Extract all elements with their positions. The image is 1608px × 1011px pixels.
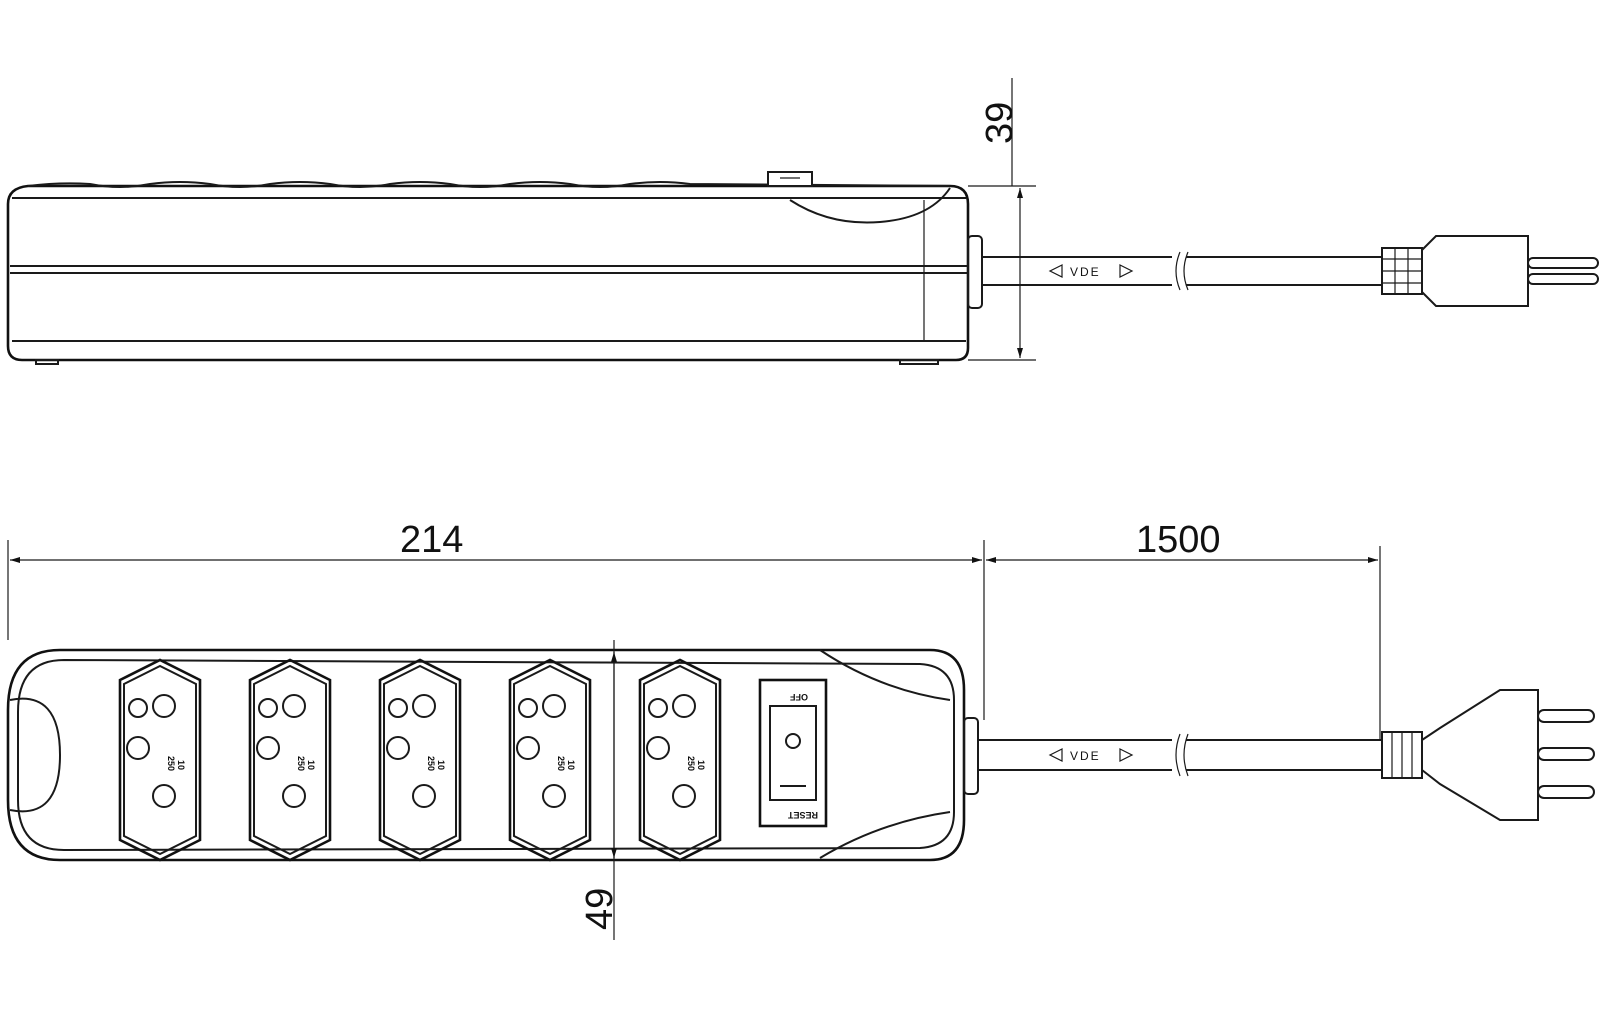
socket-2-hole-mid	[256, 736, 280, 760]
side-view: VDE 39	[6, 78, 1599, 365]
socket-5-rating-current: 10	[696, 760, 706, 770]
socket-2-screw	[258, 698, 278, 718]
top-plug-pin-2	[1537, 747, 1595, 761]
socket-2-inner	[253, 664, 327, 856]
socket-4-rating-current: 10	[566, 760, 576, 770]
top-vde-arrow-right	[1119, 748, 1134, 762]
side-foot-2	[899, 359, 939, 365]
socket-5-rating-voltage: 250	[686, 756, 696, 771]
side-vde-label: VDE	[1070, 265, 1101, 279]
top-right-swoosh-bottom	[819, 811, 951, 859]
socket-2	[248, 658, 332, 862]
socket-1-hole-top	[152, 694, 176, 718]
side-plug-body	[1421, 235, 1529, 307]
switch-reset-label: RESET	[787, 810, 818, 820]
side-top-profile	[27, 181, 951, 188]
socket-5-inner	[643, 664, 717, 856]
top-plug-pin-1	[1537, 709, 1595, 723]
socket-5-outline	[638, 658, 722, 862]
switch-rocker	[769, 705, 817, 801]
top-vde-arrow-left	[1048, 748, 1063, 762]
socket-3-rating-voltage: 250	[426, 756, 436, 771]
top-plug-pin-3	[1537, 785, 1595, 799]
socket-1	[118, 658, 202, 862]
dim-39-label: 39	[979, 102, 1021, 144]
side-foot-1	[35, 359, 59, 365]
dim-49-label: 49	[579, 888, 621, 930]
socket-5-screw	[648, 698, 668, 718]
socket-1-hole-bottom	[152, 784, 176, 808]
socket-5-hole-top	[672, 694, 696, 718]
top-view: 214 1500	[6, 519, 1595, 940]
switch-frame	[758, 678, 828, 828]
socket-5	[638, 658, 722, 862]
socket-2-rating-voltage: 250	[296, 756, 306, 771]
side-strain-relief	[967, 235, 983, 309]
socket-3-hole-top	[412, 694, 436, 718]
socket-2-outline	[248, 658, 332, 862]
socket-1-rating-voltage: 250	[166, 756, 176, 771]
top-plug-body	[1421, 689, 1539, 821]
top-body-outline	[6, 648, 966, 862]
socket-4-hole-mid	[516, 736, 540, 760]
socket-1-rating-current: 10	[176, 760, 186, 770]
socket-3	[378, 658, 462, 862]
socket-1-screw	[128, 698, 148, 718]
top-vde-label: VDE	[1070, 749, 1101, 763]
socket-4-rating-voltage: 250	[556, 756, 566, 771]
socket-rating-labels: 10 250 10 250 10 250 10 250 10 250	[166, 756, 706, 771]
top-strain-relief	[963, 717, 979, 795]
top-cable-break-2	[1183, 733, 1189, 777]
socket-4-hole-bottom	[542, 784, 566, 808]
socket-2-hole-bottom	[282, 784, 306, 808]
socket-5-hole-mid	[646, 736, 670, 760]
side-vde-arrow-right	[1119, 264, 1134, 278]
side-vde-arrow-left	[1048, 264, 1063, 278]
switch-indicator	[785, 733, 801, 749]
top-cable-break-1	[1175, 733, 1181, 777]
socket-1-outline	[118, 658, 202, 862]
socket-3-inner	[383, 664, 457, 856]
side-plug-pin-2	[1527, 273, 1599, 285]
socket-3-hole-mid	[386, 736, 410, 760]
side-plug	[1381, 235, 1599, 307]
side-inlet-swoosh	[789, 187, 951, 224]
top-left-endcap	[9, 697, 62, 813]
socket-4-inner	[513, 664, 587, 856]
side-cable-break-2	[1183, 251, 1189, 291]
side-plug-pin-1	[1527, 257, 1599, 269]
socket-4-hole-top	[542, 694, 566, 718]
socket-4-screw	[518, 698, 538, 718]
socket-3-hole-bottom	[412, 784, 436, 808]
dim-214-label: 214	[400, 519, 463, 561]
switch-off-label: OFF	[790, 692, 808, 702]
socket-1-hole-mid	[126, 736, 150, 760]
socket-5-hole-bottom	[672, 784, 696, 808]
socket-3-rating-current: 10	[436, 760, 446, 770]
socket-1-inner	[123, 664, 197, 856]
top-plug	[1381, 689, 1595, 821]
power-switch: OFF RESET	[758, 678, 828, 828]
side-cable-break-1	[1175, 251, 1181, 291]
socket-2-hole-top	[282, 694, 306, 718]
top-inner-outline	[17, 658, 955, 852]
socket-4	[508, 658, 592, 862]
socket-4-outline	[508, 658, 592, 862]
side-body-outline	[6, 184, 970, 362]
socket-2-rating-current: 10	[306, 760, 316, 770]
socket-3-screw	[388, 698, 408, 718]
socket-3-outline	[378, 658, 462, 862]
top-right-swoosh-top	[819, 649, 951, 701]
dim-1500-label: 1500	[1136, 519, 1221, 561]
side-switch-bump	[767, 171, 813, 187]
